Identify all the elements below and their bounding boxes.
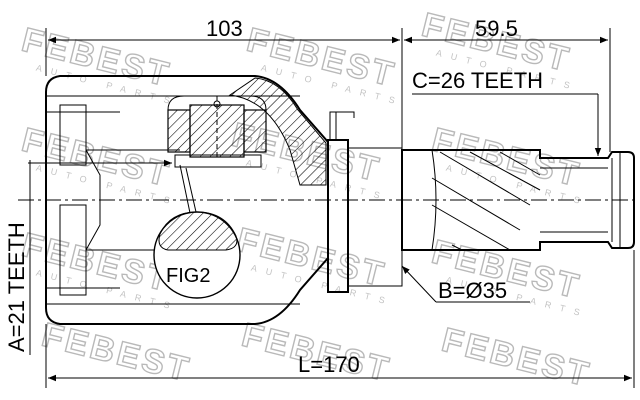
watermark-brand: FEBEST: [38, 316, 195, 390]
roller-hatch: [167, 109, 191, 153]
spline-a-callout: A=21 TEETH: [4, 160, 31, 355]
dim-59-5-label: 59.5: [475, 16, 518, 41]
fig2-label: FIG2: [166, 265, 210, 287]
spline-c-label: C=26 TEETH: [412, 68, 543, 93]
diameter-b-label: B=Ø35: [438, 278, 507, 303]
fig2-hatch: [158, 211, 238, 251]
dimension-103: 103: [45, 16, 403, 150]
length-label: L=170: [298, 352, 360, 377]
watermark: FEBEST AUTO PARTS: [17, 120, 179, 208]
roller-hatch: [243, 109, 267, 153]
spline-a-label: A=21 TEETH: [4, 222, 29, 352]
housing-hatch-upper: [228, 77, 327, 186]
shaft: [401, 149, 635, 251]
fig2-detail: FIG2: [153, 164, 241, 299]
tripod-section: [167, 95, 267, 168]
watermark-brand: FEBEST: [438, 321, 595, 395]
dim-103-label: 103: [206, 16, 243, 41]
diameter-b-callout: B=Ø35: [401, 265, 530, 303]
watermark: FEBEST AUTO PARTS: [232, 220, 394, 308]
watermark: FEBEST: [37, 315, 195, 390]
watermark: FEBEST AUTO PARTS: [17, 20, 179, 108]
watermark: FEBEST: [437, 320, 595, 395]
dimension-length: L=170: [45, 250, 635, 388]
dimension-59-5: 59.5: [404, 16, 611, 152]
spline-c-callout: C=26 TEETH: [412, 68, 602, 156]
shaft-outline: [401, 149, 635, 251]
watermark: FEBEST AUTO PARTS: [427, 232, 589, 320]
